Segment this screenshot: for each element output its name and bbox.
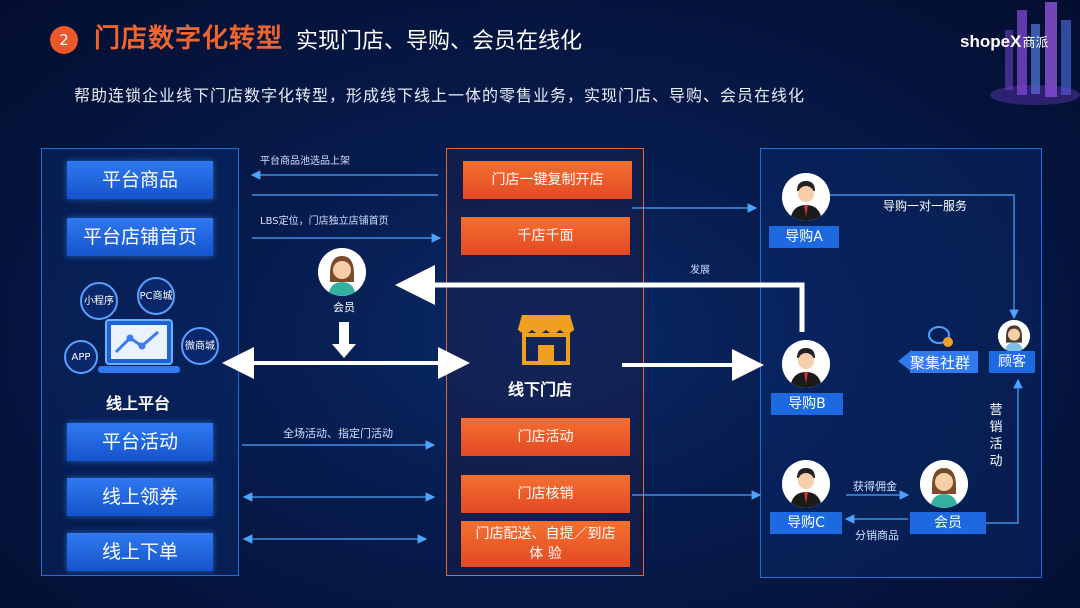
platform-home-box: 平台店铺首页 (67, 218, 213, 256)
activity-arrow-label: 全场活动、指定门活动 (283, 427, 393, 440)
store-faces-box: 千店千面 (461, 217, 630, 255)
intro-text: 帮助连锁企业线下门店数字化转型，形成线下线上一体的零售业务，实现门店、导购、会员… (74, 86, 806, 105)
male-person-icon (782, 460, 830, 508)
platform-activity-box: 平台活动 (67, 423, 213, 461)
lbs-arrow-label: LBS定位，门店独立店铺首页 (260, 216, 389, 227)
section-number-badge: 2 (50, 26, 78, 54)
guide-c-label: 导购C (770, 512, 842, 534)
store-copy-box: 门店一键复制开店 (463, 161, 632, 199)
male-person-icon (782, 340, 830, 388)
store-delivery-box: 门店配送、自提／到店体 验 (461, 521, 630, 567)
platform-goods-box: 平台商品 (67, 161, 213, 199)
pool-arrow-label: 平台商品池选品上架 (260, 156, 350, 167)
member-avatar-right (920, 460, 968, 508)
page-title: 门店数字化转型 (94, 24, 284, 54)
member-label-top: 会员 (333, 301, 355, 314)
member-label-right: 会员 (910, 512, 986, 534)
marketing-activity-label: 营销活动 (989, 403, 1003, 469)
female-person-icon (998, 320, 1030, 352)
brand-logo: shopeX商派 (960, 32, 1048, 52)
commission-label: 获得佣金 (853, 480, 897, 493)
store-icon (517, 315, 575, 365)
store-activity-box: 门店活动 (461, 418, 630, 456)
bubble-miniprogram: 小程序 (80, 282, 118, 320)
chat-icon (928, 326, 953, 347)
offline-store-label: 线下门店 (508, 380, 573, 399)
bubble-app: APP (64, 340, 98, 374)
member-avatar-top (318, 248, 366, 296)
laptop-icon (98, 319, 180, 373)
female-person-icon (318, 248, 366, 296)
community-label: 聚集社群 (910, 354, 971, 372)
brand-name: shopeX (960, 32, 1022, 51)
guide-b-label: 导购B (771, 393, 843, 415)
store-verify-box: 门店核销 (461, 475, 630, 513)
customer-label: 顾客 (989, 351, 1035, 373)
bubble-pc-mall: PC商城 (137, 277, 175, 315)
male-person-icon (782, 173, 830, 221)
brand-name-cn: 商派 (1022, 35, 1049, 50)
guide-c-avatar (782, 460, 830, 508)
city-skyline-decoration (990, 2, 1080, 105)
one-on-one-label: 导购一对一服务 (883, 199, 968, 213)
guide-a-label: 导购A (769, 226, 839, 248)
bubble-wechat-mall: 微商城 (181, 327, 219, 365)
online-platform-label: 线上平台 (106, 394, 171, 413)
guide-b-avatar (782, 340, 830, 388)
distribute-label: 分销商品 (855, 529, 899, 542)
customer-avatar (998, 320, 1030, 352)
online-order-box: 线上下单 (67, 533, 213, 571)
guide-a-avatar (782, 173, 830, 221)
female-person-icon (920, 460, 968, 508)
online-coupon-box: 线上领券 (67, 478, 213, 516)
page-subtitle: 实现门店、导购、会员在线化 (296, 29, 583, 54)
develop-arrow-label: 发展 (690, 265, 710, 276)
